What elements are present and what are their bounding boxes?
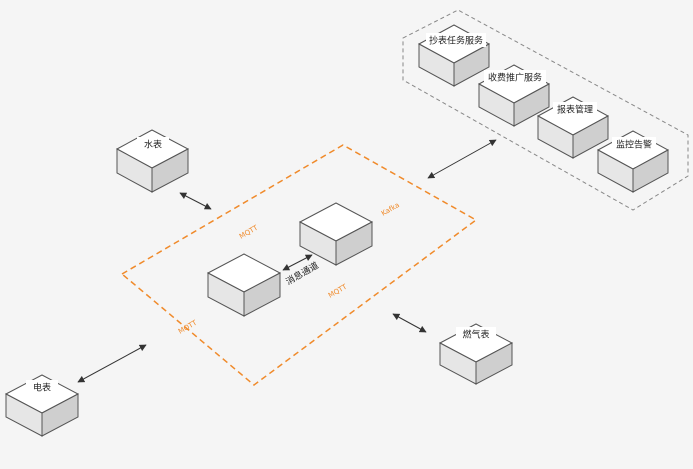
- message-channel-label: 消息通道: [284, 259, 321, 287]
- arrow-broker-kafka: [282, 254, 313, 271]
- message-broker-node[interactable]: [206, 253, 282, 317]
- monitor-alarm-node[interactable]: 监控告警: [596, 130, 670, 193]
- service-group-border: [402, 9, 689, 211]
- report-mgmt-node[interactable]: 报表管理: [536, 96, 610, 159]
- arrow-hub-services: [427, 139, 497, 179]
- chaobiao-service-label: 抄表任务服务: [429, 35, 483, 47]
- electric-meter-node[interactable]: 电表: [4, 374, 80, 437]
- arrow-hub-gas: [392, 313, 427, 333]
- water-meter-node[interactable]: 水表: [115, 129, 190, 193]
- arrow-electric-hub: [77, 344, 147, 383]
- kafka-label: Kafka: [380, 201, 401, 218]
- electric-meter-label: 电表: [33, 382, 51, 394]
- fee-service-label: 收费推广服务: [488, 72, 542, 84]
- monitor-alarm-label: 监控告警: [616, 139, 652, 151]
- mqtt-label-left: MQTT: [177, 318, 199, 335]
- mqtt-label-mid: MQTT: [327, 282, 349, 299]
- mqtt-label-top: MQTT: [238, 223, 260, 240]
- fee-service-node[interactable]: 收费推广服务: [477, 64, 551, 127]
- message-hub-border: [120, 144, 478, 386]
- chaobiao-service-node[interactable]: 抄表任务服务: [417, 24, 491, 87]
- arrow-water-hub: [179, 192, 212, 210]
- gas-meter-label: 燃气表: [462, 329, 489, 341]
- kafka-cluster-node[interactable]: [298, 202, 374, 266]
- gas-meter-node[interactable]: 燃气表: [438, 323, 514, 385]
- water-meter-label: 水表: [144, 139, 162, 151]
- report-mgmt-label: 报表管理: [557, 104, 593, 116]
